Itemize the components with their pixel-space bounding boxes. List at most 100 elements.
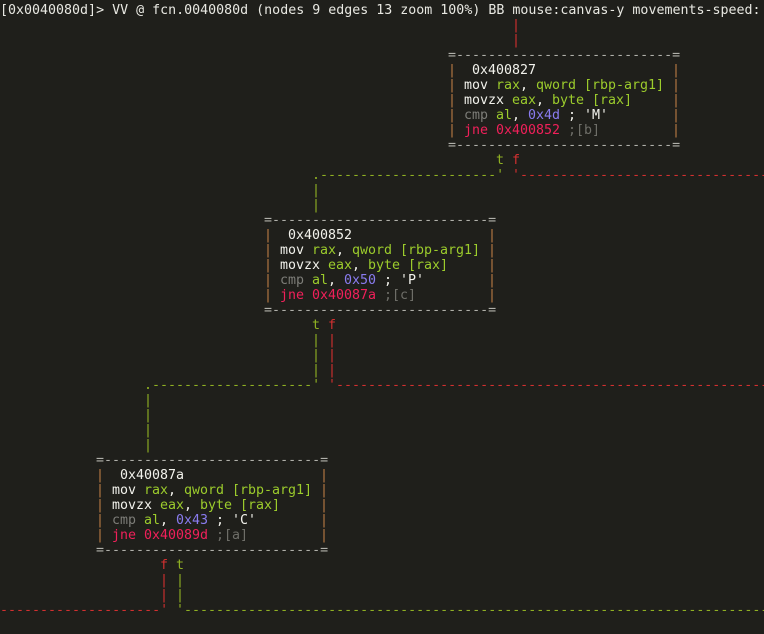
false-edge: | [328, 363, 337, 378]
node-border-left: | [448, 78, 457, 93]
instruction-token: 0x43 [176, 513, 209, 528]
instruction-token: , [512, 108, 529, 123]
instruction-token: movzx [464, 93, 513, 108]
node-border-left: | [264, 258, 273, 273]
node-border-left: | [96, 513, 105, 528]
false-edge: | [160, 573, 169, 588]
instruction-token: movzx [112, 498, 161, 513]
instruction-token: cmp [112, 513, 145, 528]
false-edge: | [328, 333, 337, 348]
node-border-top: =---------------------------= [264, 213, 497, 228]
node-border-left: | [96, 468, 105, 483]
node-address: 0x400852 [288, 228, 353, 243]
instruction-token: byte [200, 498, 233, 513]
node-border-right: | [488, 273, 497, 288]
node-border-right: | [320, 513, 329, 528]
instruction-token [232, 498, 240, 513]
true-edge: | [312, 348, 321, 363]
node-border-left: | [96, 528, 105, 543]
incoming-edge: | [512, 18, 521, 33]
node-border-right: | [320, 498, 329, 513]
instruction-token: ;[b] [560, 123, 601, 138]
instruction-token: [rbp-arg1] [584, 78, 665, 93]
node-border-right: | [672, 123, 681, 138]
true-edge: .--------------------' [144, 378, 321, 393]
node-address: 0x40087a [120, 468, 185, 483]
node-border-bottom: =---------------------------= [96, 543, 329, 558]
node-border-left: | [264, 288, 273, 303]
node-border-left: | [264, 243, 273, 258]
instruction-token: [rax] [240, 498, 281, 513]
true-edge: | [176, 588, 185, 603]
instruction-token: , [352, 258, 369, 273]
instruction-token: jne [464, 123, 497, 138]
instruction-token: byte [368, 258, 401, 273]
instruction-token: rax [144, 483, 169, 498]
instruction-token: ;[a] [208, 528, 249, 543]
false-edge-label: f [160, 558, 169, 573]
command-prompt-line: [0x0040080d]> VV @ fcn.0040080d (nodes 9… [0, 3, 761, 18]
instruction-token: mov [112, 483, 145, 498]
node-border-left: | [448, 108, 457, 123]
instruction-token: al [144, 513, 161, 528]
instruction-token: , [328, 273, 345, 288]
instruction-token: rax [496, 78, 521, 93]
true-edge: .----------------------' [312, 168, 505, 183]
instruction-token: eax [328, 258, 353, 273]
node-border-right: | [672, 108, 681, 123]
instruction-token: eax [512, 93, 537, 108]
true-edge: | [312, 333, 321, 348]
instruction-token [576, 78, 584, 93]
node-border-left: | [448, 123, 457, 138]
true-edge-label: t [176, 558, 185, 573]
node-border-left: | [96, 483, 105, 498]
false-edge: '------------------------------- [512, 168, 764, 183]
instruction-token: qword [536, 78, 577, 93]
node-address: 0x400827 [472, 63, 537, 78]
instruction-token: eax [160, 498, 185, 513]
instruction-token: byte [552, 93, 585, 108]
instruction-token: jne [280, 288, 313, 303]
true-edge: | [144, 393, 153, 408]
node-border-bottom: =---------------------------= [448, 138, 681, 153]
true-edge-label: t [312, 318, 321, 333]
instruction-token: mov [464, 78, 497, 93]
instruction-token: ; 'M' [560, 108, 609, 123]
instruction-token: mov [280, 243, 313, 258]
node-border-right: | [488, 258, 497, 273]
instruction-token: 0x400852 [496, 123, 561, 138]
instruction-token: ; 'C' [208, 513, 257, 528]
instruction-token: movzx [280, 258, 329, 273]
true-edge-label: t [496, 153, 505, 168]
node-border-top: =---------------------------= [448, 48, 681, 63]
instruction-token [584, 93, 592, 108]
instruction-token: 0x40087a [312, 288, 377, 303]
instruction-token [224, 483, 232, 498]
instruction-token: jne [112, 528, 145, 543]
true-edge: '---------------------------------------… [176, 603, 764, 618]
instruction-token: qword [184, 483, 225, 498]
node-border-left: | [448, 63, 457, 78]
true-edge: | [312, 198, 321, 213]
instruction-token: ;[c] [376, 288, 417, 303]
instruction-token: cmp [464, 108, 497, 123]
instruction-token [400, 258, 408, 273]
instruction-token: , [336, 243, 353, 258]
node-border-bottom: =---------------------------= [264, 303, 497, 318]
node-border-right: | [488, 228, 497, 243]
instruction-token: , [536, 93, 553, 108]
instruction-token: , [184, 498, 201, 513]
false-edge-label: f [328, 318, 337, 333]
instruction-token: [rax] [408, 258, 449, 273]
node-border-right: | [320, 483, 329, 498]
instruction-token: ; 'P' [376, 273, 425, 288]
instruction-token: 0x40089d [144, 528, 209, 543]
instruction-token: 0x50 [344, 273, 377, 288]
false-edge: --------------------' [0, 603, 169, 618]
instruction-token: 0x4d [528, 108, 561, 123]
true-edge: | [312, 183, 321, 198]
false-edge: '---------------------------------------… [328, 378, 764, 393]
instruction-token: [rax] [592, 93, 633, 108]
instruction-token: rax [312, 243, 337, 258]
node-border-right: | [488, 243, 497, 258]
